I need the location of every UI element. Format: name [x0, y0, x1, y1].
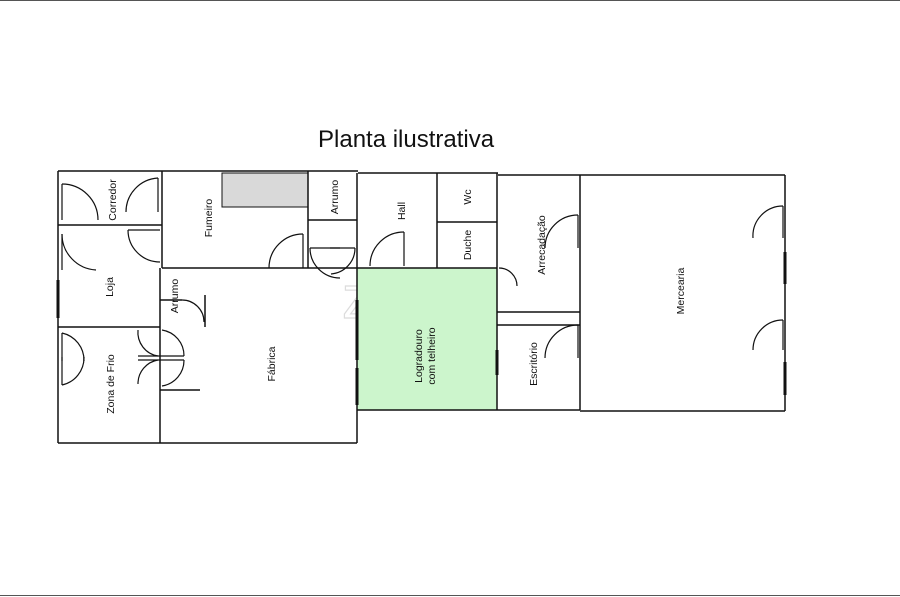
room-label-mercearia: Mercearia — [675, 268, 687, 315]
room-label-hall: Hall — [396, 202, 408, 220]
room-label-zona-frio: Zona de Frio — [105, 354, 117, 414]
room-label-arrecadacao: Arrecadação — [536, 215, 548, 275]
room-label-corredor: Corredor — [107, 179, 119, 221]
room-label-arrumo-mid: Arrumo — [169, 279, 181, 314]
chimney-block — [221, 172, 309, 208]
room-label-fabrica: Fábrica — [266, 346, 278, 381]
windows — [56, 252, 787, 405]
room-label-escritorio: Escritório — [528, 342, 540, 386]
room-label-fumeiro: Fumeiro — [203, 199, 215, 238]
room-label-logradouro-line2: com telheiro — [426, 327, 438, 384]
bottom-border — [0, 595, 900, 596]
room-label-duche: Duche — [462, 230, 474, 261]
room-label-wc: Wc — [462, 189, 474, 204]
plan-title: Planta ilustrativa — [318, 126, 495, 153]
room-label-loja: Loja — [104, 277, 116, 297]
room-label-logradouro-line1: Logradouro — [413, 329, 425, 383]
doors — [61, 177, 784, 387]
room-label-arrumo-top: Arrumo — [329, 180, 341, 215]
top-border — [0, 0, 900, 1]
